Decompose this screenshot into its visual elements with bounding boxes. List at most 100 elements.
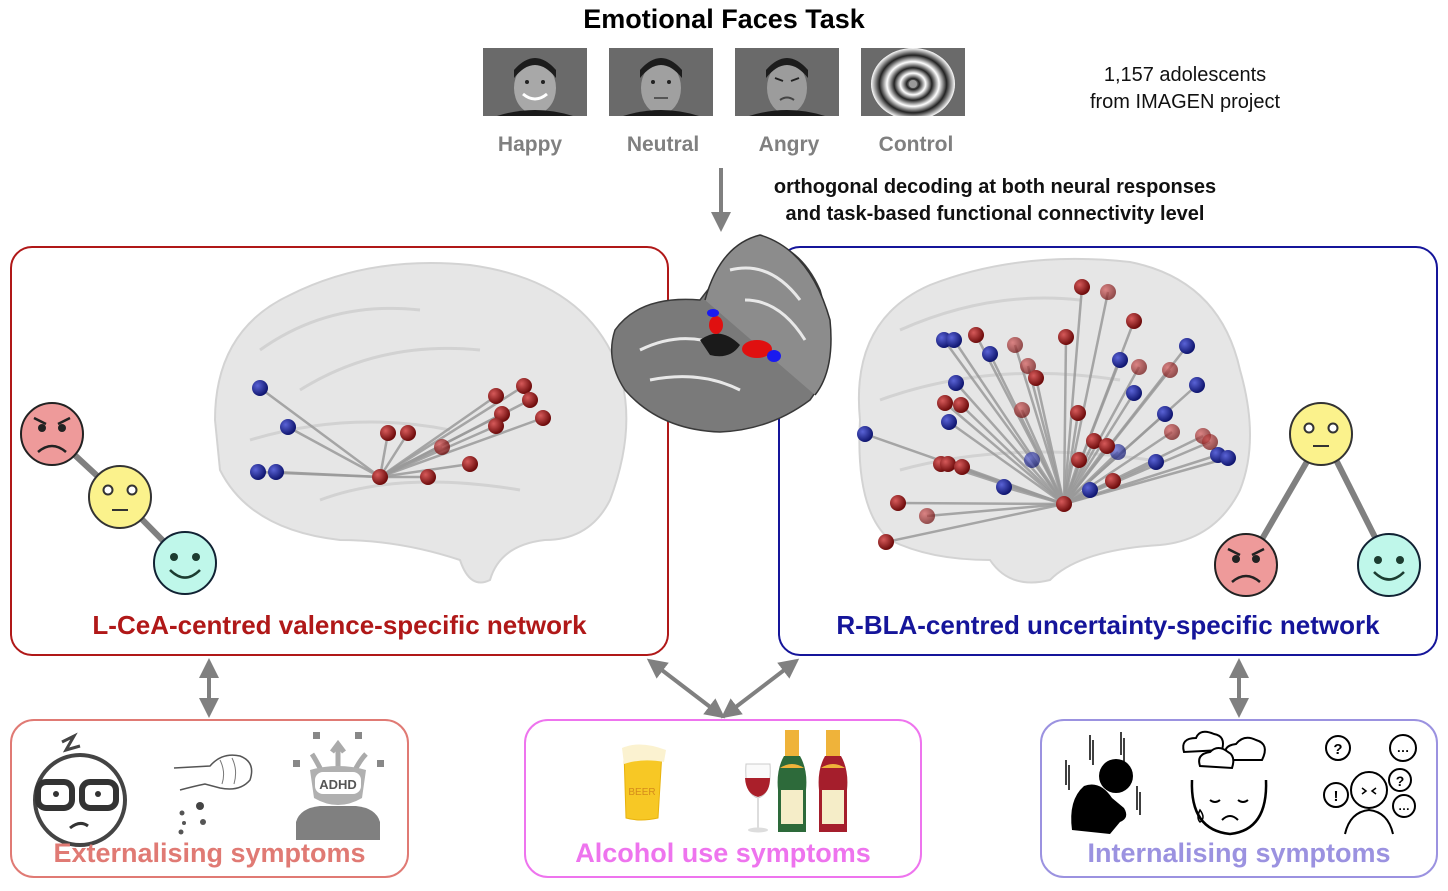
right-network-node-blue — [946, 332, 962, 348]
svg-text:?: ? — [1396, 773, 1405, 789]
left-network-node-red — [434, 439, 450, 455]
right-network-node-red — [968, 327, 984, 343]
right-network-node-red — [1131, 359, 1147, 375]
adhd-text: ADHD — [319, 777, 357, 792]
left-network-node-red — [462, 456, 478, 472]
right-network-edge — [897, 501, 1065, 506]
right-network-node-blue — [1157, 406, 1173, 422]
right-network-edge — [926, 502, 1065, 518]
right-network-node-red — [1164, 424, 1180, 440]
right-brain-glass-render — [857, 257, 1251, 584]
right-network-node-red — [1099, 438, 1115, 454]
right-network-node-blue — [941, 414, 957, 430]
right-network-node-blue — [982, 346, 998, 362]
right-network-node-red — [1014, 402, 1030, 418]
adhd-head-icon: ADHD — [293, 732, 384, 840]
left-network-node-blue — [268, 464, 284, 480]
control-pattern-image — [861, 48, 965, 116]
right-amygdala-red — [742, 340, 772, 358]
right-network-edge — [885, 502, 1065, 544]
right-network-hub-node — [1056, 496, 1072, 512]
left-brain-glass-render — [213, 262, 628, 584]
valence-alcohol-arrow — [646, 658, 726, 719]
right-network-node-blue — [1082, 482, 1098, 498]
right-network-edge — [960, 404, 1065, 505]
right-network-edge — [1063, 451, 1119, 505]
cohort-description: 1,157 adolescents from IMAGEN project — [1040, 62, 1330, 116]
left-network-edge — [378, 432, 410, 478]
right-network-edge — [955, 382, 1065, 505]
uncertainty-alcohol-arrow — [720, 658, 800, 719]
right-network-edge — [1062, 412, 1080, 505]
stimulus-label-angry: Angry — [758, 133, 820, 156]
valence-network-panel — [10, 246, 669, 656]
right-network-node-red — [940, 456, 956, 472]
crying-face-clouds-icon — [1182, 730, 1268, 836]
right-network-edge — [1030, 459, 1066, 505]
alcohol-use-symptoms-label: Alcohol use symptoms — [575, 838, 871, 868]
left-network-nodes — [250, 378, 551, 485]
stimulus-label-control: Control — [878, 133, 954, 156]
externalising-symptoms-box — [10, 719, 409, 878]
uncertainty-network-panel — [778, 246, 1438, 656]
left-network-edge — [259, 386, 381, 479]
left-network-node-red — [535, 410, 551, 426]
cohort-count: 1,157 adolescents — [1103, 64, 1267, 86]
left-network-edge — [275, 470, 381, 479]
left-network-node-red — [494, 406, 510, 422]
right-network-edge — [1062, 291, 1110, 505]
svg-text:?: ? — [1333, 741, 1342, 758]
alcohol-use-symptoms-box — [524, 719, 922, 878]
left-network-node-red — [400, 425, 416, 441]
right-network-node-blue — [1220, 450, 1236, 466]
angry-face-photo — [735, 48, 839, 116]
right-network-edge — [1063, 369, 1171, 505]
right-network-edge — [974, 334, 1066, 505]
angry-glasses-face-icon — [33, 732, 127, 847]
valence-network-title: L-CeA-centred valence-specific network — [10, 610, 669, 641]
svg-text:…: … — [1397, 740, 1410, 755]
right-network-node-red — [1020, 358, 1036, 374]
right-network-node-red — [953, 397, 969, 413]
decoding-line-1: orthogonal decoding at both neural respo… — [773, 176, 1217, 198]
decoding-description: orthogonal decoding at both neural respo… — [700, 174, 1290, 228]
right-network-node-blue — [1189, 377, 1205, 393]
diagram-title: Emotional Faces Task — [583, 4, 865, 34]
right-network-nodes — [857, 279, 1236, 550]
left-network-node-red — [488, 418, 504, 434]
right-network-node-red — [1086, 433, 1102, 449]
right-network-edge — [1020, 409, 1066, 505]
right-network-edge — [1063, 430, 1173, 506]
left-amygdala-blue — [707, 309, 719, 317]
right-network-node-red — [1126, 313, 1142, 329]
happy-face-icon — [153, 531, 217, 595]
left-network-node-blue — [250, 464, 266, 480]
amygdala-brain-slices — [610, 234, 832, 433]
right-network-node-red — [1007, 337, 1023, 353]
right-network-node-red — [890, 495, 906, 511]
green-bottle-icon — [777, 730, 807, 832]
beer-text: BEER — [628, 787, 655, 798]
left-network-node-blue — [252, 380, 268, 396]
stimulus-label-happy: Happy — [497, 133, 563, 156]
sad-huddled-person-icon — [1065, 732, 1141, 834]
left-network-node-red — [380, 425, 396, 441]
left-network-hub-node — [372, 469, 388, 485]
svg-text:…: … — [1398, 799, 1410, 813]
right-network-node-blue — [1148, 454, 1164, 470]
right-network-node-red — [1162, 362, 1178, 378]
right-network-node-red — [1202, 434, 1218, 450]
left-network-node-blue — [280, 419, 296, 435]
right-network-node-blue — [1126, 385, 1142, 401]
happy-face-icon — [1357, 533, 1421, 597]
neutral-face-photo — [609, 48, 713, 116]
right-network-node-red — [919, 508, 935, 524]
angry-face-icon — [1214, 533, 1278, 597]
externalising-symptoms-label: Externalising symptoms — [53, 838, 366, 868]
svg-text:!: ! — [1334, 788, 1339, 805]
right-network-node-blue — [1112, 352, 1128, 368]
right-network-node-red — [1071, 452, 1087, 468]
left-amygdala-red — [709, 316, 723, 334]
right-network-edge — [944, 402, 1065, 505]
